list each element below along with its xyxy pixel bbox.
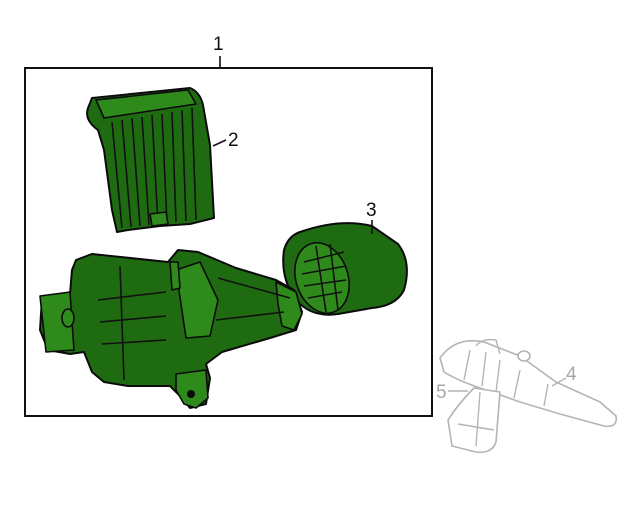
housing-outlet-rim <box>275 281 303 331</box>
housing-sensor-post <box>169 261 181 291</box>
ghost-duct-ribs <box>463 338 549 407</box>
air-cleaner-housing[interactable] <box>39 249 303 409</box>
callout-3[interactable]: 3 <box>366 200 377 234</box>
housing-inlet-port <box>61 308 75 328</box>
housing-window <box>175 261 219 339</box>
cover-ribs <box>111 107 197 229</box>
callout-1[interactable]: 1 <box>213 34 224 68</box>
ghost-duct-port <box>517 350 531 362</box>
ghost-duct-body <box>439 339 618 428</box>
cover-tab <box>149 211 169 227</box>
part-2-cover[interactable] <box>86 87 215 233</box>
callout-4[interactable]: 4 <box>551 364 577 387</box>
callout-5-label: 5 <box>436 382 447 403</box>
callout-2[interactable]: 2 <box>212 130 239 151</box>
ghost-resonator-detail <box>457 391 495 447</box>
housing-mount-foot <box>175 369 209 409</box>
callout-4-leader <box>551 377 567 387</box>
assembly-frame <box>24 67 433 417</box>
callout-3-label: 3 <box>366 200 377 221</box>
callout-5[interactable]: 5 <box>436 382 468 403</box>
filter-pleats <box>301 243 347 313</box>
callout-2-leader <box>212 139 227 147</box>
mount-bolt-hole <box>187 390 195 398</box>
housing-inlet-face <box>39 291 75 353</box>
ghost-resonator-body <box>447 387 501 454</box>
part-4-ghost-duct[interactable] <box>439 338 618 428</box>
cover-top-lip <box>95 89 197 119</box>
callout-4-label: 4 <box>566 364 577 385</box>
housing-ribs <box>97 265 291 381</box>
callout-1-label: 1 <box>213 34 224 55</box>
part-5-ghost-resonator[interactable] <box>447 387 501 454</box>
callout-2-label: 2 <box>228 130 239 151</box>
part-3-filter[interactable] <box>282 222 408 320</box>
